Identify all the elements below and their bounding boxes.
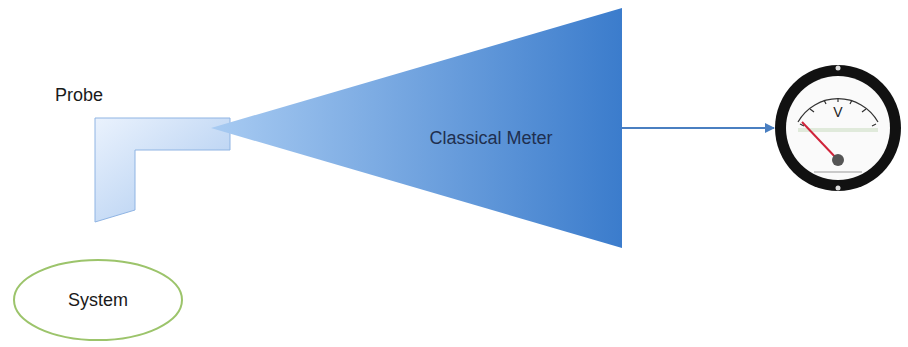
classical-meter-outline: [211, 8, 622, 248]
node-label: Probe: [55, 84, 103, 106]
node-label: System: [68, 289, 128, 311]
classical-meter: Classical Meter: [211, 8, 622, 248]
node-label: Classical Meter: [429, 127, 552, 149]
voltmeter-dial-outline: [774, 64, 902, 192]
signal-arrow: [622, 127, 774, 129]
node-label: V: [833, 101, 842, 123]
system-ellipse: System: [12, 258, 184, 342]
voltmeter-dial: V: [774, 64, 902, 192]
probe-shape: Probe: [50, 82, 232, 224]
